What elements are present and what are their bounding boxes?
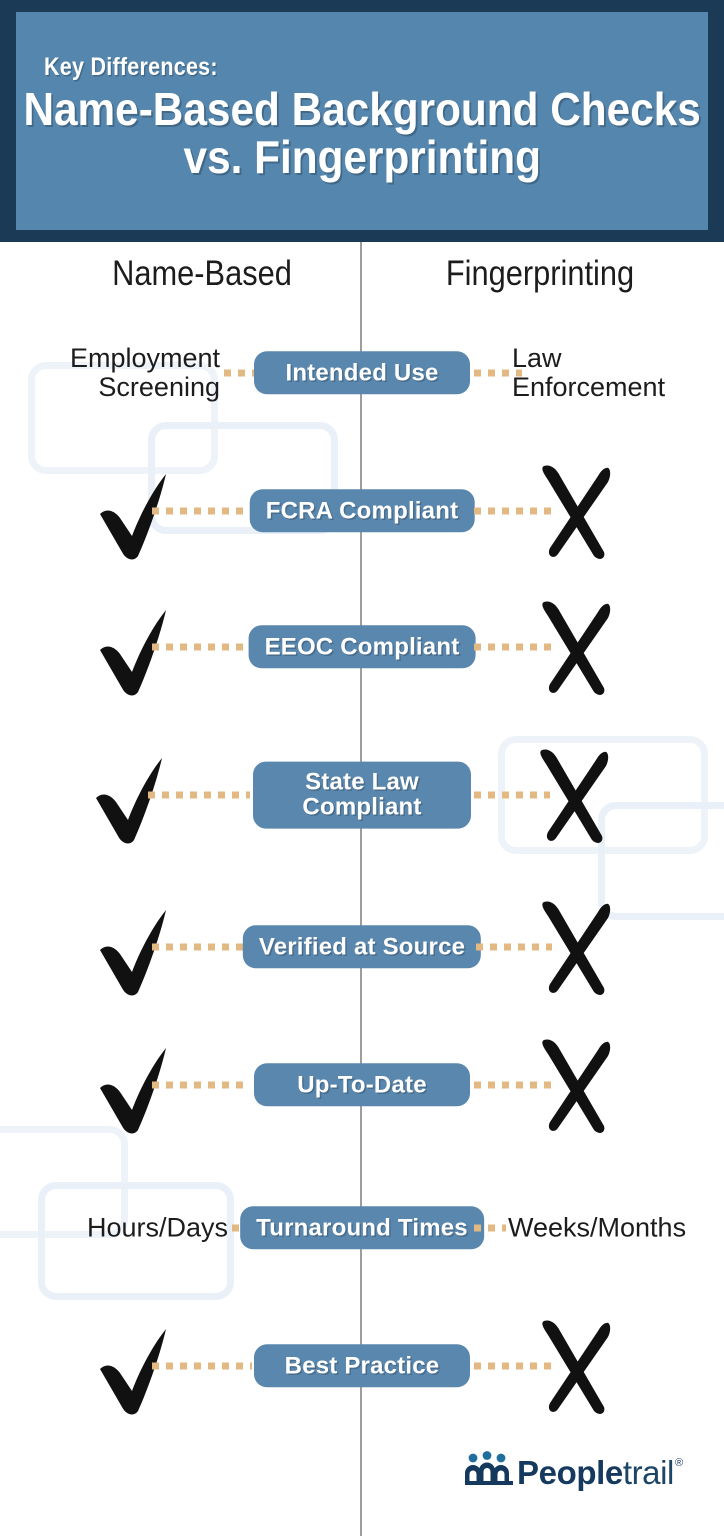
row-badge: FCRA Compliant (249, 489, 475, 533)
connector-dots-left (152, 643, 252, 651)
logo-name-light: trail (622, 1454, 675, 1491)
row-badge: Verified at Source (242, 925, 482, 969)
connector-dots-left (148, 791, 250, 799)
x-icon (530, 1311, 620, 1421)
connector-dots-right (474, 1362, 552, 1370)
logo-name-bold: People (517, 1454, 623, 1491)
header-panel: Key Differences: Name-Based Background C… (16, 12, 708, 230)
row-right-value: Law Enforcement (512, 342, 666, 402)
connector-dots-right (474, 507, 552, 515)
x-icon (530, 456, 620, 566)
logo-wordmark: Peopletrail® (517, 1454, 683, 1491)
connector-dots-left (152, 1362, 252, 1370)
header-title-line-1: Name-Based Background Checks (23, 83, 701, 136)
connector-dots-right (474, 1224, 506, 1232)
x-icon (528, 740, 618, 850)
header-banner: Key Differences: Name-Based Background C… (0, 0, 724, 242)
connector-dots-right (474, 1081, 552, 1089)
connector-dots-left (152, 943, 248, 951)
check-icon (92, 892, 182, 1002)
row-badge: Best Practice (254, 1344, 470, 1388)
row-badge: EEOC Compliant (248, 625, 476, 669)
center-divider (360, 242, 362, 1536)
connector-dots-left (152, 1081, 250, 1089)
connector-dots-right (476, 943, 552, 951)
check-icon (92, 592, 182, 702)
x-icon (530, 1030, 620, 1140)
row-badge: State Law Compliant (253, 761, 471, 829)
connector-dots-right (474, 369, 522, 377)
row-left-value: Hours/Days (86, 1212, 228, 1243)
column-header-right: Fingerprinting (445, 254, 635, 293)
peopletrail-logo[interactable]: Peopletrail® (463, 1441, 695, 1491)
connector-dots-right (474, 643, 552, 651)
x-icon (530, 592, 620, 702)
registered-trademark-icon: ® (675, 1457, 683, 1469)
row-left-value: Employment Screening (69, 342, 220, 402)
header-title-line-2: vs. Fingerprinting (183, 130, 541, 183)
row-badge: Intended Use (254, 351, 470, 395)
check-icon (92, 456, 182, 566)
x-icon (530, 892, 620, 1002)
connector-dots-left (224, 369, 256, 377)
connector-dots-right (474, 791, 550, 799)
row-badge: Up-To-Date (254, 1063, 470, 1107)
row-badge: Turnaround Times (240, 1206, 484, 1250)
check-icon (92, 1030, 182, 1140)
comparison-canvas: Name-Based Fingerprinting Employment Scr… (0, 242, 724, 1536)
check-icon (92, 1311, 182, 1421)
row-right-value: Weeks/Months (508, 1212, 687, 1243)
header-kicker: Key Differences: (44, 53, 218, 82)
column-header-left: Name-Based (112, 254, 292, 293)
people-group-icon (463, 1451, 515, 1487)
connector-dots-left (152, 507, 252, 515)
check-icon (88, 740, 178, 850)
